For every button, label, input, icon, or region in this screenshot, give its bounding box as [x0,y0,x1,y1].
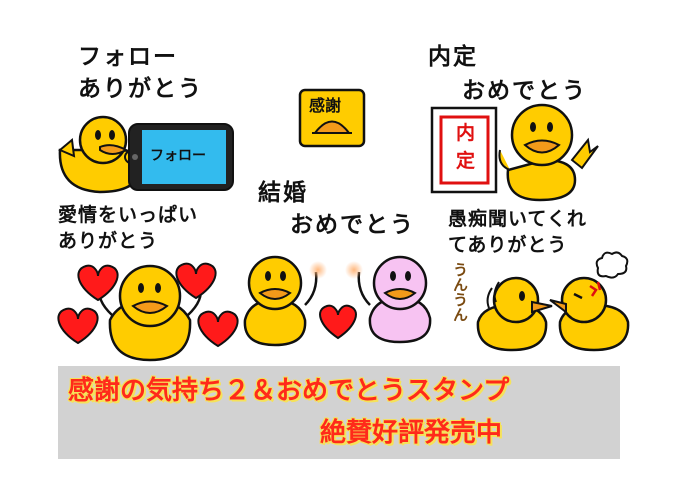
love-caption-line1: 愛情をいっぱい [58,204,199,226]
naitei-duck [498,103,599,202]
wedding-caption-line1: 結婚 [258,180,308,206]
love-caption-line2: ありがとう [58,230,159,252]
follow-caption-line2: ありがとう [78,76,203,102]
complaint-caption-line1: 愚痴聞いてくれ [448,208,587,230]
naitei-caption-line1: 内定 [428,44,478,70]
naitei-sign-char2: 定 [456,150,476,172]
heart-icon [319,304,357,340]
wedding-caption-line2: おめでとう [290,212,415,238]
naitei-caption-line2: おめでとう [462,78,587,104]
sparkle-glow [309,261,327,279]
thanks-badge-label: 感謝 [309,96,342,115]
thanks-badge [298,88,366,148]
wedding-duck-yellow [243,255,318,347]
steam-puff-icon [595,251,629,279]
phone-icon [128,123,234,191]
heart-icon [175,262,217,300]
love-duck [98,264,202,362]
follow-caption-line1: フォロー [78,44,178,70]
complaint-caption-line2: てありがとう [448,234,568,256]
promo-banner: 感謝の気持ち２＆おめでとうスタンプ 絶賛好評発売中 [58,366,620,459]
nod-text: うんうん [451,262,469,322]
heart-icon [57,307,99,345]
banner-line2: 絶賛好評発売中 [320,418,503,448]
heart-icon [197,310,239,348]
banner-line1: 感謝の気持ち２＆おめでとうスタンプ [68,376,510,406]
naitei-sign [430,106,498,194]
naitei-sign-char1: 内 [456,122,476,144]
heart-icon [77,264,119,302]
complaint-duck-right [549,276,630,352]
phone-screen-label: フォロー [150,148,206,164]
complaint-duck-left [476,276,553,352]
sparkle-glow [345,261,363,279]
wedding-duck-pink [357,255,432,344]
